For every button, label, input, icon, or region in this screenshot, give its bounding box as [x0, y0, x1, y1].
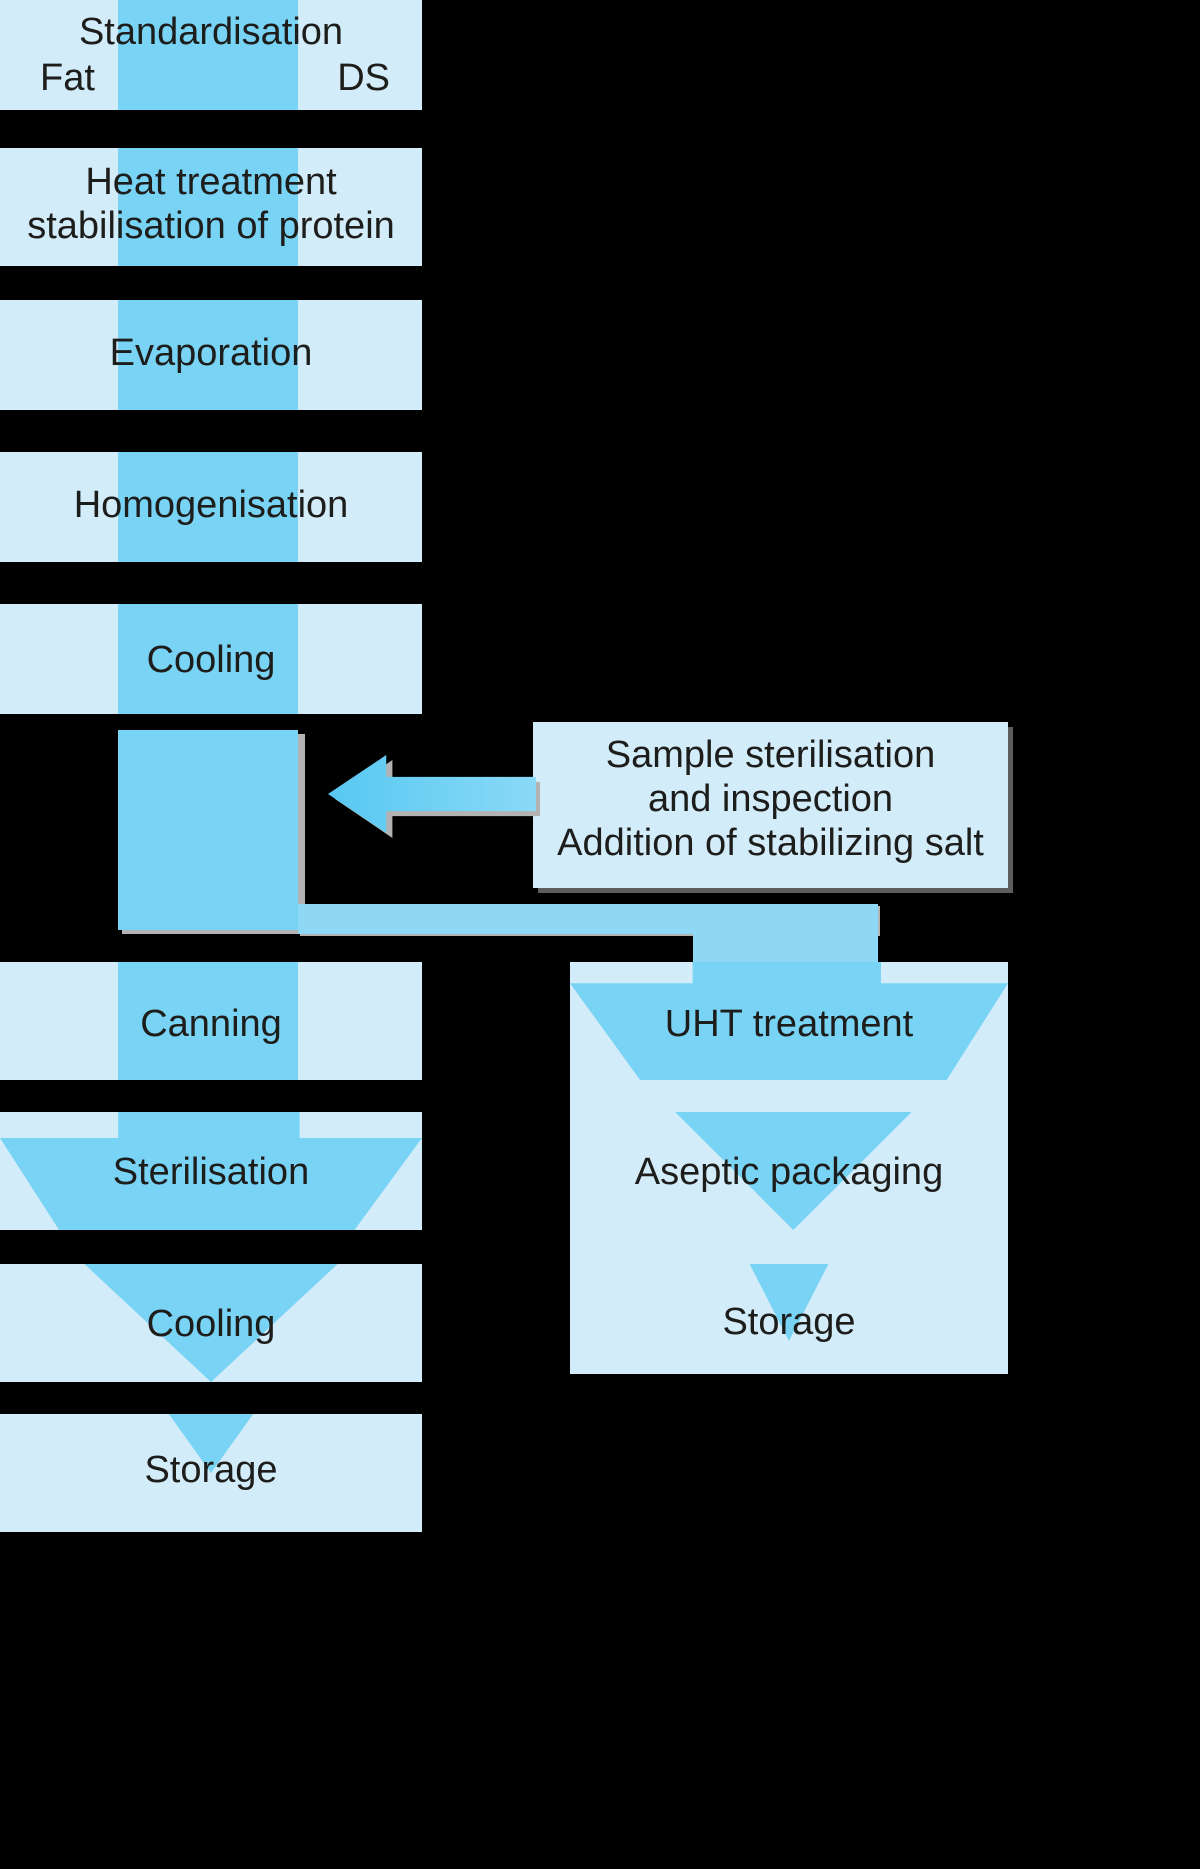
step-label-standardisation: Standardisation — [78, 11, 344, 53]
shaft-homogenisation — [118, 452, 298, 562]
step-label-heat-treatment: Heat treatment stabilisation of protein — [27, 161, 395, 248]
step-sublabel-ds: DS — [337, 57, 390, 99]
step-label-sterilisation: Sterilisation — [112, 1151, 310, 1193]
junction-shaft — [118, 730, 298, 930]
shaft-evaporation — [118, 300, 298, 410]
step-label-uht: UHT treatment — [664, 1003, 914, 1045]
step-label-storage-right: Storage — [722, 1301, 856, 1343]
side-note-panel — [533, 722, 1008, 888]
shaft-heat-treatment — [118, 148, 298, 266]
side-note-text: Sample sterilisation and inspection Addi… — [557, 734, 984, 865]
step-label-canning: Canning — [140, 1003, 282, 1045]
step-label-evaporation: Evaporation — [109, 332, 313, 374]
shaft-cooling — [118, 604, 298, 714]
shaft-standardisation — [118, 0, 298, 110]
shaft-canning — [118, 962, 298, 1080]
step-label-storage-left: Storage — [144, 1449, 278, 1491]
step-label-cooling: Cooling — [146, 639, 276, 681]
step-label-cooling-2: Cooling — [146, 1303, 276, 1345]
step-label-aseptic-packaging: Aseptic packaging — [634, 1151, 944, 1193]
step-sublabel-fat: Fat — [40, 57, 95, 99]
side-arrow-left-icon — [328, 755, 536, 833]
step-label-homogenisation: Homogenisation — [73, 484, 349, 526]
